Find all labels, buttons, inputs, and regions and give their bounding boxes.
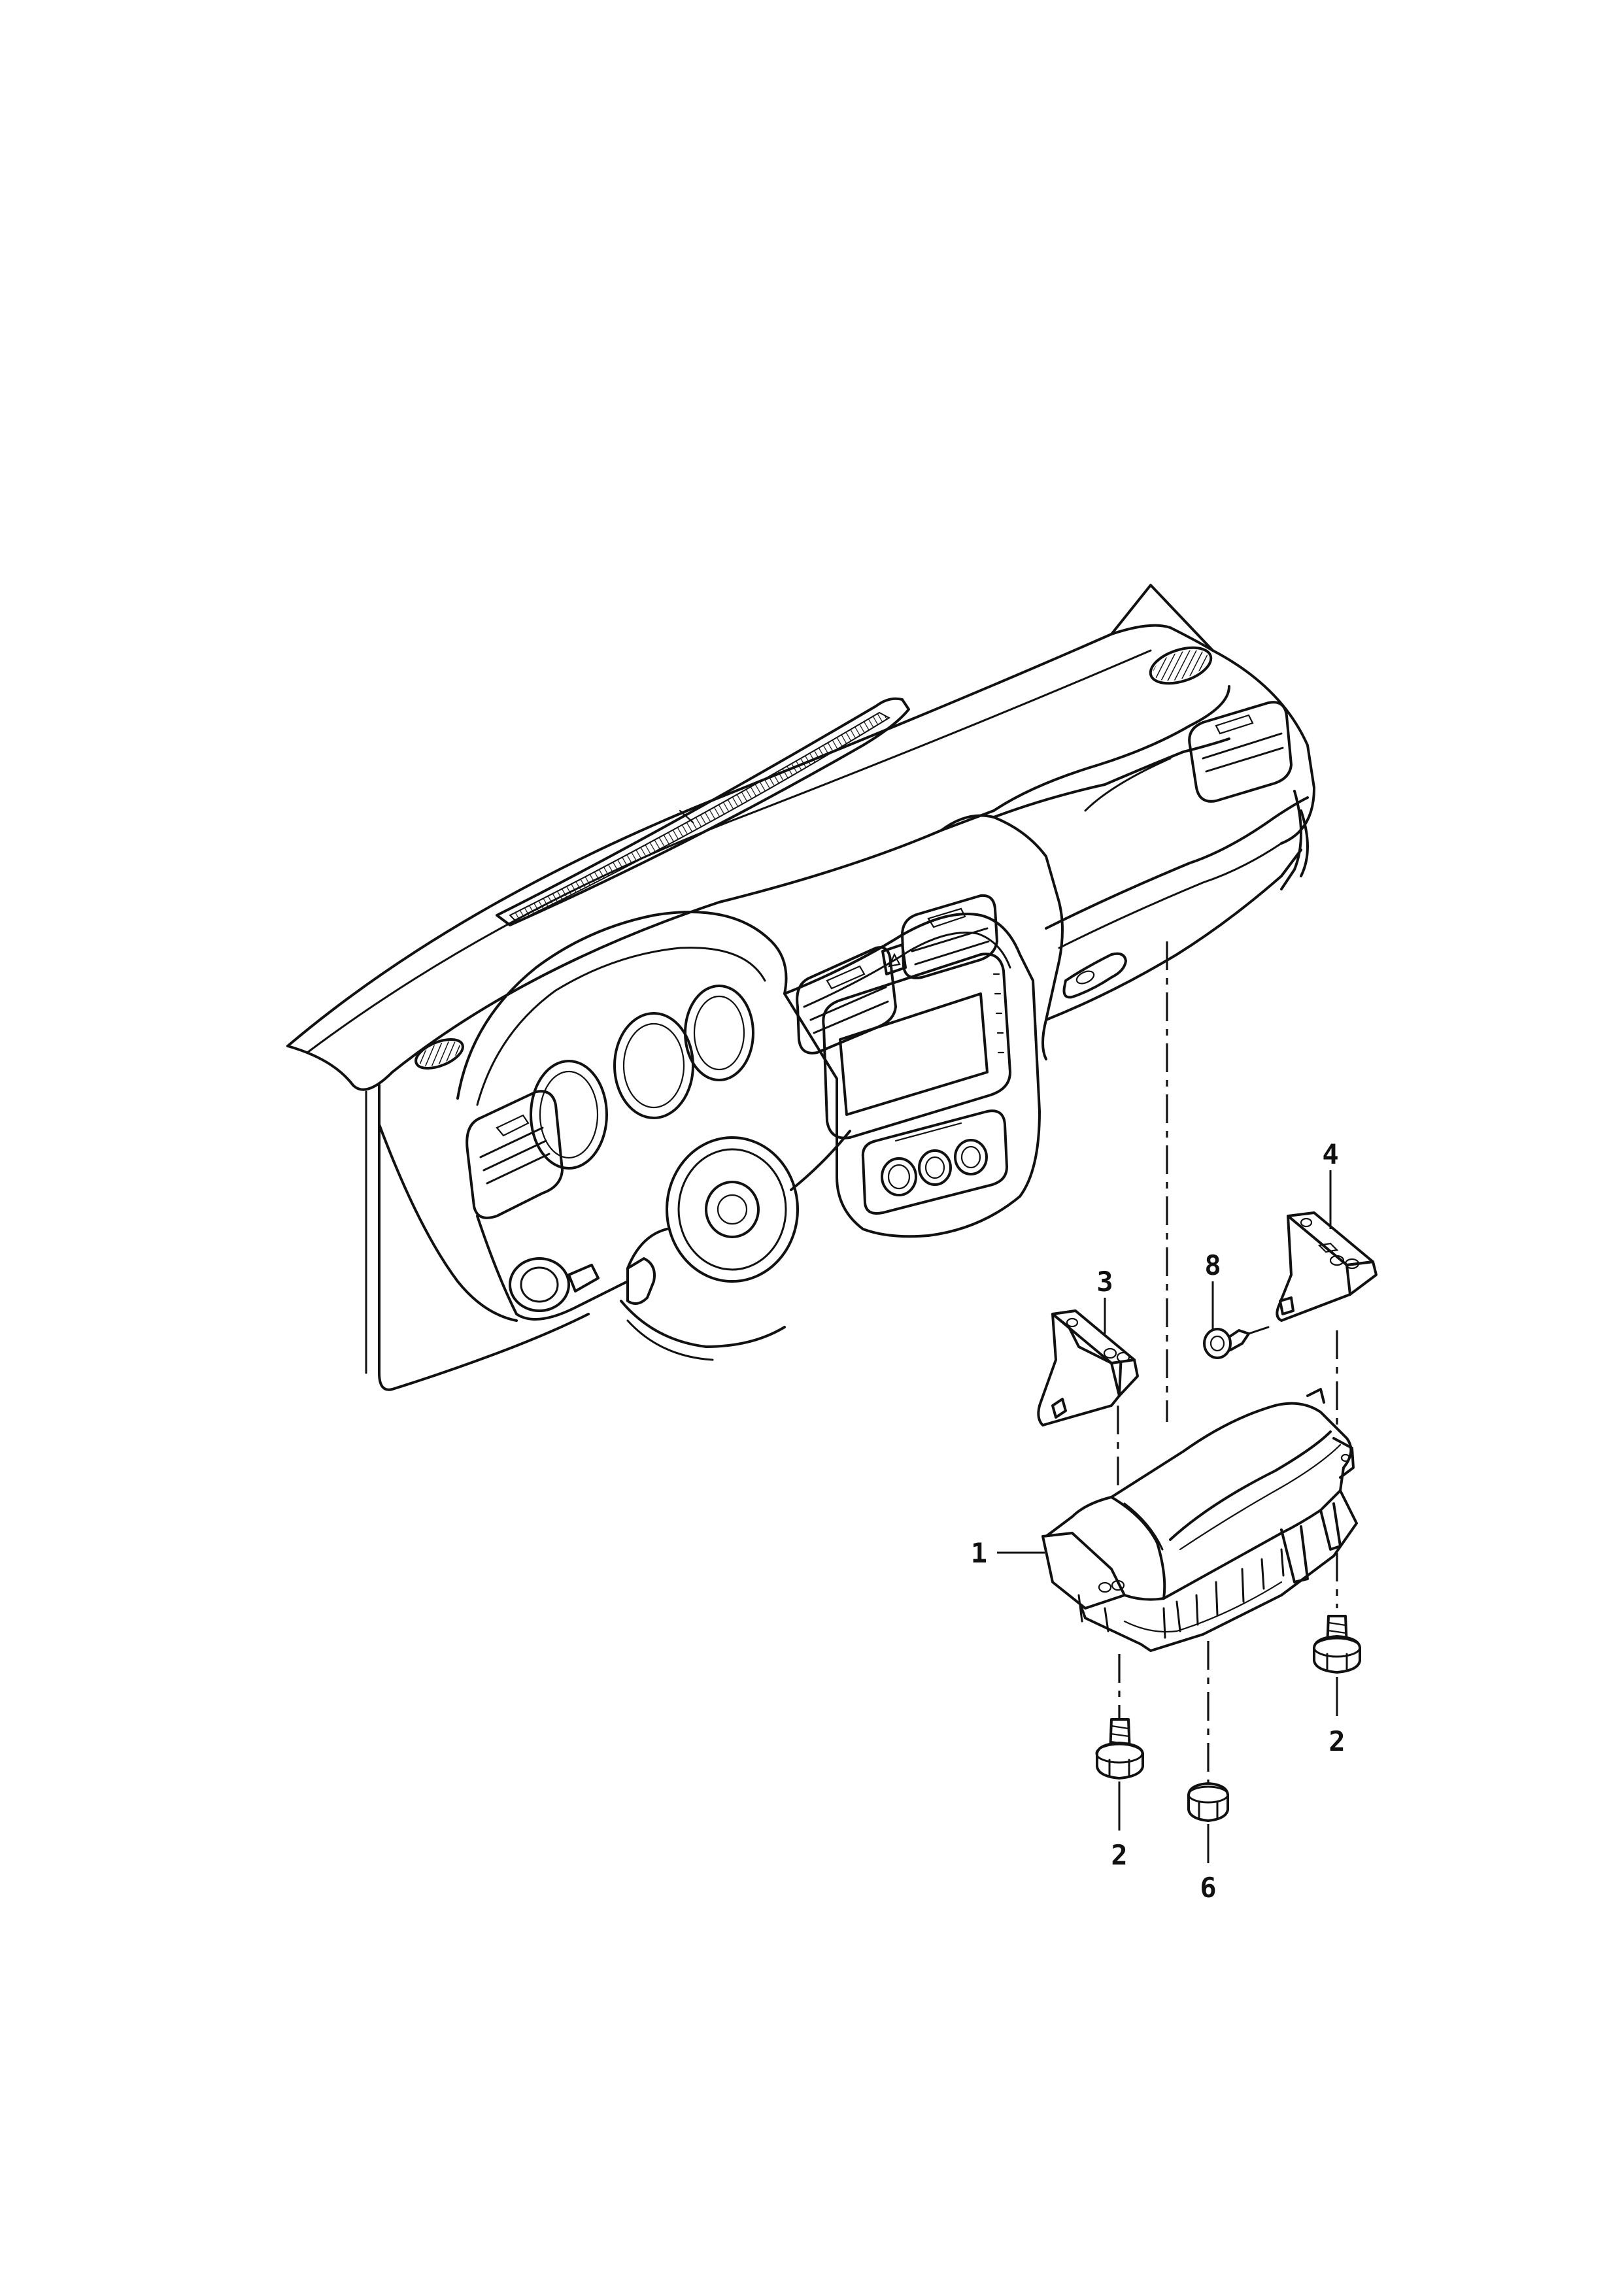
callout-2-bottom: 2: [1111, 1839, 1127, 1871]
bracket-part-3: [1037, 1309, 1139, 1427]
dashboard-illustration: [286, 584, 1315, 1391]
assembly-centerlines: [1117, 941, 1338, 1791]
callout-8: 8: [1204, 1249, 1221, 1281]
callout-2-right: 2: [1328, 1725, 1345, 1757]
leader-lines: [997, 1170, 1338, 1863]
clip-part-8: [1203, 1326, 1270, 1359]
callout-4: 4: [1322, 1138, 1338, 1170]
callout-1: 1: [971, 1537, 987, 1569]
airbag-module-part-1: [1041, 1388, 1358, 1652]
bracket-part-4: [1276, 1211, 1378, 1322]
callout-3: 3: [1096, 1266, 1113, 1298]
nut-part-6: [1187, 1782, 1229, 1822]
callout-6: 6: [1200, 1872, 1216, 1904]
bolt-part-2-right: [1313, 1615, 1361, 1674]
callout-labels: 1 3 4 8 2 2 6: [971, 1138, 1345, 1904]
bolt-part-2-bottom: [1095, 1718, 1144, 1780]
